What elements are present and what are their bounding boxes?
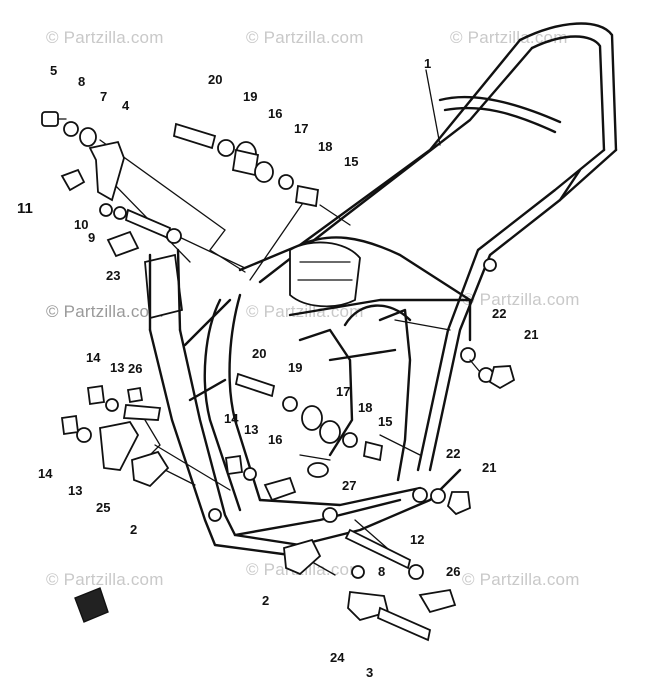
bracket-2a (131, 450, 170, 488)
callout-2-lower: 2 (262, 593, 269, 608)
callout-17-top: 17 (294, 121, 308, 136)
callout-27: 27 (342, 478, 356, 493)
nut-14a (86, 384, 106, 406)
tag-plate (74, 587, 109, 623)
callout-19-top: 19 (243, 89, 257, 104)
washer-10b (113, 206, 127, 220)
callout-22-upper: 22 (492, 306, 506, 321)
bolt-3 (376, 606, 432, 642)
nut-15b (362, 440, 384, 462)
left-mid-hardware (60, 384, 170, 488)
callout-14-lower: 14 (38, 466, 53, 481)
callout-20-top: 20 (208, 72, 222, 87)
callout-16-top: 16 (268, 106, 282, 121)
callout-labels: 1 5 8 7 4 11 10 9 23 20 19 16 17 18 15 2… (17, 56, 538, 680)
bolt-12 (344, 528, 412, 570)
callout-14-left: 14 (86, 350, 101, 365)
cap-27 (307, 462, 329, 478)
callout-19-mid: 19 (288, 360, 302, 375)
callout-21-lower: 21 (482, 460, 496, 475)
damper-17b (319, 420, 341, 444)
lower-hardware (74, 528, 457, 642)
washer-19b (282, 396, 298, 412)
nut-11 (60, 168, 86, 192)
washer-8b (351, 565, 365, 579)
callout-1: 1 (424, 56, 431, 71)
bolt-20b (234, 372, 276, 398)
washer-19a (217, 139, 235, 157)
callout-12: 12 (410, 532, 424, 547)
washer-22b (430, 488, 446, 504)
callout-5: 5 (50, 63, 57, 78)
nut-14c (224, 454, 244, 476)
nut-21a (488, 365, 516, 390)
callout-8-lower: 8 (378, 564, 385, 579)
callout-7: 7 (100, 89, 107, 104)
callout-14-center: 14 (224, 411, 239, 426)
washer-10a (99, 203, 113, 217)
washer-18b (342, 432, 358, 448)
watermark: © Partzilla.com (46, 302, 164, 321)
washer-7 (79, 127, 97, 147)
right-upper-hardware (430, 365, 516, 516)
callout-26-lower: 26 (446, 564, 460, 579)
callout-20-mid: 20 (252, 346, 266, 361)
washer-18a (278, 174, 294, 190)
callout-18-top: 18 (318, 139, 332, 154)
washer-13b (76, 427, 92, 443)
bolt-9 (124, 208, 172, 240)
callout-17-mid: 17 (336, 384, 350, 399)
callout-13-center: 13 (244, 422, 258, 437)
callout-13-lower: 13 (68, 483, 82, 498)
bolt-5 (41, 111, 67, 127)
watermark: © Partzilla.com (46, 570, 164, 589)
callout-2-left: 2 (130, 522, 137, 537)
bracket-25 (99, 420, 140, 471)
callout-9: 9 (88, 230, 95, 245)
callout-18-mid: 18 (358, 400, 372, 415)
callout-3: 3 (366, 665, 373, 680)
callout-15-mid: 15 (378, 414, 392, 429)
watermark: © Partzilla.com (462, 290, 580, 309)
callout-21-upper: 21 (524, 327, 538, 342)
frame-assembly (144, 22, 618, 557)
bolt-20a (172, 122, 217, 150)
nut-15a (295, 184, 319, 208)
callout-10: 10 (74, 217, 88, 232)
callout-25: 25 (96, 500, 110, 515)
callout-26-left: 26 (128, 361, 142, 376)
plate-23 (106, 230, 140, 258)
watermark: © Partzilla.com (46, 28, 164, 47)
collar-16b (301, 405, 323, 431)
bracket-2b (283, 538, 322, 576)
washer-13a (105, 398, 119, 412)
watermark: © Partzilla.com (246, 28, 364, 47)
callout-11: 11 (17, 200, 33, 217)
bracket-4 (88, 140, 125, 202)
callout-23: 23 (106, 268, 120, 283)
center-lower-hardware (224, 372, 384, 502)
callout-4: 4 (122, 98, 130, 113)
callout-16-mid: 16 (268, 432, 282, 447)
callout-24: 24 (330, 650, 345, 665)
nut-21b (446, 491, 471, 516)
washer-8 (63, 121, 79, 137)
callout-8: 8 (78, 74, 85, 89)
watermark: © Partzilla.com (462, 570, 580, 589)
nut-26b (418, 588, 457, 614)
nut-14b (60, 414, 80, 436)
damper-17a (254, 161, 274, 183)
front-bracket-group (41, 111, 182, 258)
washer-13c (243, 467, 257, 481)
callout-22-lower: 22 (446, 446, 460, 461)
nut-26a (126, 386, 144, 404)
upper-mount-hardware (172, 122, 319, 208)
stand-bracket-24 (347, 591, 390, 622)
callout-13-left: 13 (110, 360, 124, 375)
callout-15-top: 15 (344, 154, 358, 169)
